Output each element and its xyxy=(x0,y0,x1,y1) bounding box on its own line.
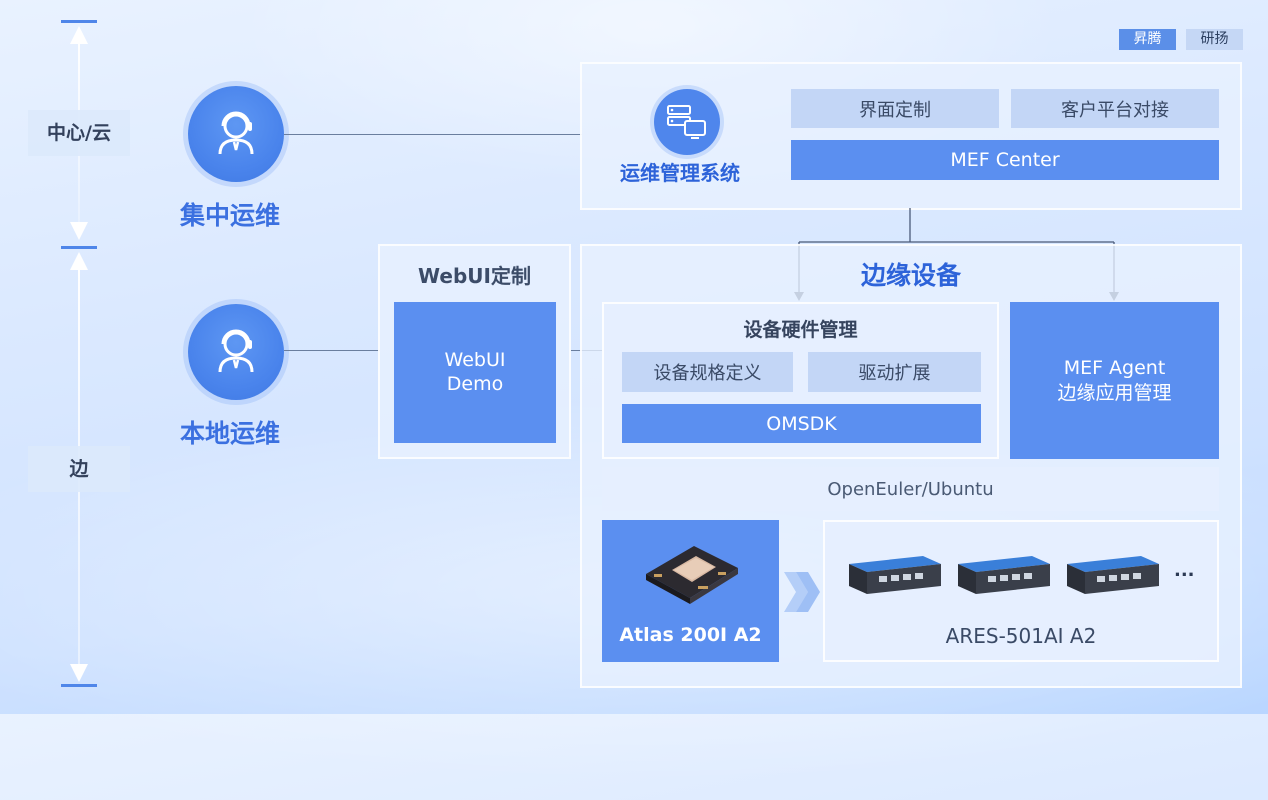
axis-bottom-bar xyxy=(61,684,97,687)
central-ops-label: 集中运维 xyxy=(180,201,281,230)
local-ops-avatar xyxy=(188,304,284,400)
webui-demo-box: WebUI Demo xyxy=(394,302,556,443)
axis-label-cloud: 中心/云 xyxy=(28,110,130,156)
webui-demo-line1: WebUI xyxy=(444,349,506,371)
axis-top-bar xyxy=(61,20,97,23)
atlas-module-label: Atlas 200I A2 xyxy=(619,624,762,646)
connector-local-to-webui xyxy=(284,350,380,351)
edge-box-icon xyxy=(849,556,941,594)
tag-aaeon: 研扬 xyxy=(1186,29,1243,50)
atlas-module-box: Atlas 200I A2 xyxy=(602,520,779,662)
edge-box-icon xyxy=(958,556,1050,594)
mef-agent-box: MEF Agent 边缘应用管理 xyxy=(1010,302,1219,459)
mef-agent-line2: 边缘应用管理 xyxy=(1057,382,1172,404)
axis-arrow-up-icon xyxy=(70,252,88,270)
ops-system-icon-circle xyxy=(654,89,720,155)
local-ops-label: 本地运维 xyxy=(180,419,281,448)
mef-agent-line1: MEF Agent xyxy=(1063,357,1166,379)
webui-title: WebUI定制 xyxy=(418,264,531,288)
central-ops-avatar xyxy=(188,86,284,182)
tag-ascend: 昇腾 xyxy=(1119,29,1176,50)
ares-device-label: ARES-501AI A2 xyxy=(945,624,1097,648)
customer-service-agent-icon xyxy=(218,329,254,373)
customer-service-agent-icon xyxy=(218,111,254,155)
edge-box-icon xyxy=(1067,556,1159,594)
axis-arrow-down-icon xyxy=(70,664,88,682)
more-devices-ellipsis: ... xyxy=(1174,560,1195,581)
axis-label-edge: 边 xyxy=(28,446,130,492)
mef-center-box: MEF Center xyxy=(791,140,1219,180)
connector-central-to-ops xyxy=(284,134,582,135)
omsdk-box: OMSDK xyxy=(622,404,981,443)
chip-board-icon xyxy=(646,546,738,604)
axis-arrow-down-icon xyxy=(70,222,88,240)
axis-middle-bar xyxy=(61,246,97,249)
os-bar: OpenEuler/Ubuntu xyxy=(602,467,1219,511)
double-chevron-right-icon xyxy=(784,572,820,612)
platform-dock-box: 客户平台对接 xyxy=(1011,89,1219,128)
driver-box: 驱动扩展 xyxy=(808,352,981,392)
webui-demo-line2: Demo xyxy=(446,373,504,395)
hw-mgmt-title: 设备硬件管理 xyxy=(743,319,858,341)
ui-custom-box: 界面定制 xyxy=(791,89,999,128)
axis-arrow-up-icon xyxy=(70,26,88,44)
edge-device-title: 边缘设备 xyxy=(860,261,961,290)
ops-system-label: 运维管理系统 xyxy=(620,161,740,185)
spec-box: 设备规格定义 xyxy=(622,352,793,392)
server-monitor-icon xyxy=(667,105,706,139)
